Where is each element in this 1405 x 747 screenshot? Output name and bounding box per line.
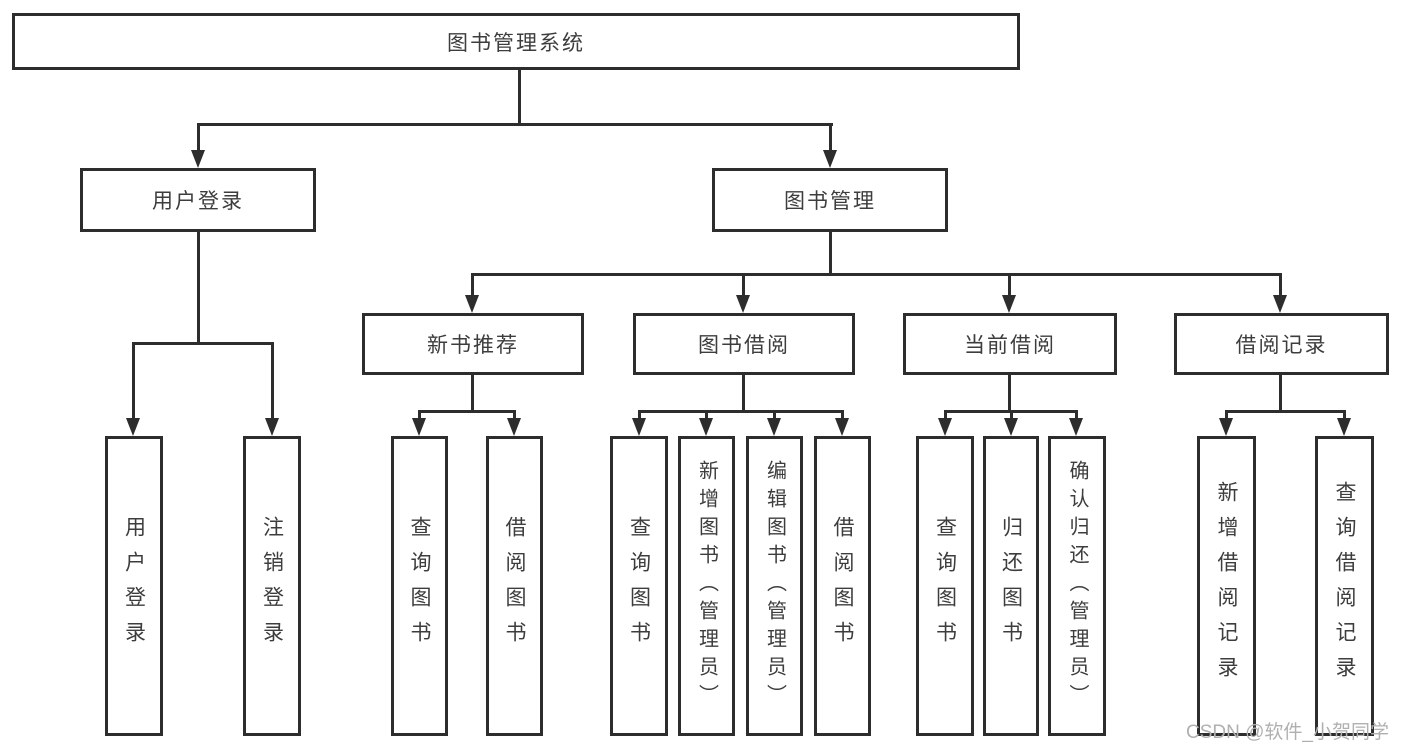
connector-line: [1008, 273, 1011, 297]
node-label: 用户登录: [152, 190, 244, 213]
arrow-down-icon: [412, 418, 426, 436]
node-label: 查询借阅记录: [1333, 481, 1356, 691]
node-label: 借阅图书: [503, 516, 526, 656]
connector-line: [197, 123, 833, 126]
connector-line: [471, 273, 1282, 276]
arrow-down-icon: [126, 418, 140, 436]
node-label: 图书管理系统: [447, 31, 585, 55]
connector-line: [1225, 410, 1346, 413]
connector-line: [829, 123, 832, 152]
connector-line: [471, 375, 474, 410]
node-label: 新书推荐: [427, 334, 519, 357]
connector-line: [841, 410, 844, 420]
connector-line: [132, 342, 135, 420]
connector-line: [471, 273, 474, 297]
connector-line: [638, 410, 641, 420]
arrow-down-icon: [823, 150, 837, 168]
leaf-add-books-admin: 新增图书（管理员）: [678, 436, 735, 736]
connector-line: [1008, 375, 1011, 410]
leaf-query-books: 查询图书: [610, 436, 668, 736]
connector-line: [418, 410, 516, 413]
arrow-down-icon: [736, 295, 750, 313]
node-new-book-recommend: 新书推荐: [362, 313, 584, 375]
node-label: 注销登录: [260, 516, 284, 656]
connector-line: [132, 342, 274, 345]
arrow-down-icon: [1219, 418, 1233, 436]
connector-line: [829, 232, 832, 275]
arrow-down-icon: [265, 418, 279, 436]
arrow-down-icon: [1337, 418, 1351, 436]
connector-line: [271, 342, 274, 420]
leaf-query-books: 查询图书: [391, 436, 448, 736]
connector-line: [638, 410, 844, 413]
leaf-user-login: 用户登录: [105, 436, 163, 736]
leaf-edit-books-admin: 编辑图书（管理员）: [746, 436, 803, 736]
arrow-down-icon: [191, 150, 205, 168]
connector-line: [1279, 273, 1282, 297]
node-label: 图书借阅: [698, 334, 790, 357]
connector-line: [518, 70, 521, 123]
connector-line: [1075, 410, 1078, 420]
node-label: 确认归还（管理员）: [1066, 460, 1088, 712]
node-book-borrowing: 图书借阅: [633, 313, 855, 375]
node-label: 用户登录: [122, 516, 146, 656]
connector-line: [742, 273, 745, 297]
watermark-text: CSDN @软件_小贺同学: [1186, 722, 1389, 743]
node-book-management: 图书管理: [712, 168, 948, 232]
connector-line: [197, 123, 200, 152]
node-label: 查询图书: [933, 516, 957, 656]
arrow-down-icon: [767, 418, 781, 436]
node-library-system: 图书管理系统: [12, 13, 1020, 70]
arrow-down-icon: [699, 418, 713, 436]
node-label: 图书管理: [784, 190, 876, 213]
arrow-down-icon: [1004, 418, 1018, 436]
connector-line: [1279, 375, 1282, 410]
node-label: 归还图书: [999, 516, 1023, 656]
connector-line: [773, 410, 776, 420]
arrow-down-icon: [1069, 418, 1083, 436]
leaf-add-borrow-record: 新增借阅记录: [1197, 436, 1256, 736]
node-label: 新增图书（管理员）: [695, 460, 718, 712]
leaf-query-borrow-record: 查询借阅记录: [1315, 436, 1374, 736]
node-label: 借阅记录: [1235, 334, 1328, 357]
node-current-borrowing: 当前借阅: [903, 313, 1117, 375]
connector-line: [1343, 410, 1346, 420]
connector-line: [705, 410, 708, 420]
leaf-borrow-books: 借阅图书: [814, 436, 871, 736]
leaf-logout: 注销登录: [243, 436, 301, 736]
connector-line: [1010, 410, 1013, 420]
node-borrowing-records: 借阅记录: [1174, 313, 1389, 375]
node-label: 当前借阅: [964, 334, 1056, 357]
arrow-down-icon: [1002, 295, 1016, 313]
arrow-down-icon: [632, 418, 646, 436]
connector-line: [742, 375, 745, 410]
leaf-query-books: 查询图书: [916, 436, 974, 736]
arrow-down-icon: [465, 295, 479, 313]
arrow-down-icon: [507, 418, 521, 436]
node-label: 借阅图书: [831, 516, 854, 656]
connector-line: [944, 410, 947, 420]
connector-line: [197, 232, 200, 342]
arrow-down-icon: [835, 418, 849, 436]
connector-line: [418, 410, 421, 420]
leaf-return-books: 归还图书: [983, 436, 1039, 736]
leaf-confirm-return-admin: 确认归还（管理员）: [1048, 436, 1106, 736]
node-user-login: 用户登录: [80, 168, 316, 232]
arrow-down-icon: [1273, 295, 1287, 313]
node-label: 查询图书: [408, 516, 431, 656]
node-label: 编辑图书（管理员）: [763, 460, 786, 712]
connector-line: [513, 410, 516, 420]
node-label: 查询图书: [627, 516, 651, 656]
arrow-down-icon: [938, 418, 952, 436]
leaf-borrow-books: 借阅图书: [486, 436, 543, 736]
connector-line: [1225, 410, 1228, 420]
node-label: 新增借阅记录: [1215, 481, 1238, 691]
